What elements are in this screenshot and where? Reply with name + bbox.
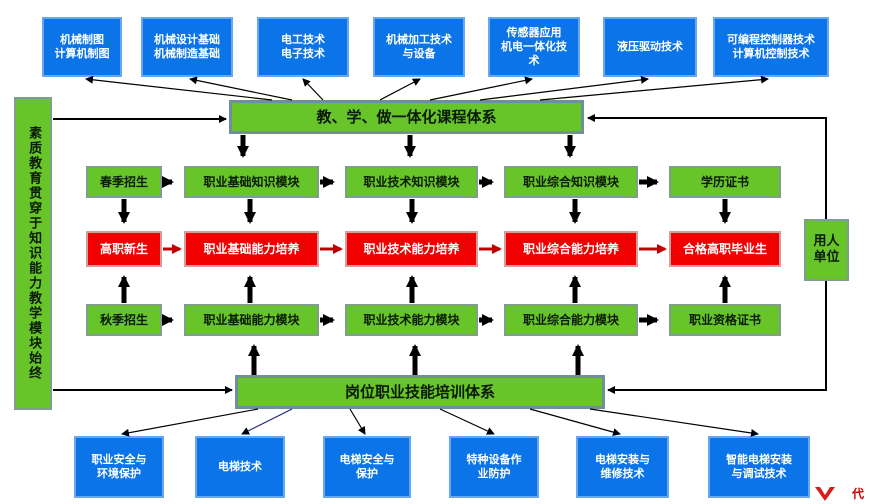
spring-enrollment-box: 春季招生 xyxy=(86,166,162,198)
qualified-graduate-box: 合格高职毕业生 xyxy=(669,231,781,267)
technical-ability-module-box: 职业技术能力模块 xyxy=(345,304,478,336)
top-course-box-3: 电工技术 电子技术 xyxy=(257,17,349,77)
top-course-box-5: 传感器应用 机电一体化技 术 xyxy=(488,17,580,77)
bottom-course-box-1: 职业安全与 环境保护 xyxy=(74,436,164,498)
knowledge-to-ability-arrows xyxy=(118,199,731,224)
technical-knowledge-module-box: 职业技术知识模块 xyxy=(345,166,478,198)
employer-box: 用人 单位 xyxy=(804,219,849,281)
top-course-box-4: 机械加工技术 与设备 xyxy=(373,17,465,77)
bottom-course-box-5: 电梯安装与 维修技术 xyxy=(576,436,669,498)
top-course-box-7: 可编程控制器技术 计算机控制技术 xyxy=(713,17,829,77)
top-course-box-6: 液压驱动技术 xyxy=(603,17,697,77)
bottom-course-box-3: 电梯安全与 保护 xyxy=(323,436,411,498)
basic-knowledge-module-box: 职业基础知识模块 xyxy=(184,166,319,198)
training-system-bar: 岗位职业技能培训体系 xyxy=(235,375,605,409)
training-fanout-arrows xyxy=(121,408,759,437)
top-course-box-2: 机械设计基础 机械制造基础 xyxy=(141,17,233,77)
bottom-course-box-2: 电梯技术 xyxy=(195,436,285,498)
employer-feedback-arrows xyxy=(587,114,827,394)
curriculum-system-bar: 教、学、做一体化课程体系 xyxy=(229,100,584,134)
technical-ability-training-box: 职业技术能力培养 xyxy=(345,231,478,267)
basic-ability-training-box: 职业基础能力培养 xyxy=(184,231,319,267)
watermark-logo-icon xyxy=(815,487,835,501)
vocational-qualification-box: 职业资格证书 xyxy=(669,304,781,336)
training-up-arrows xyxy=(248,344,584,375)
comprehensive-ability-module-box: 职业综合能力模块 xyxy=(504,304,638,336)
top-course-box-1: 机械制图 计算机制图 xyxy=(42,17,122,77)
curriculum-fanout-arrows xyxy=(85,75,769,101)
watermark-text: 代 xyxy=(851,487,864,501)
comprehensive-knowledge-module-box: 职业综合知识模块 xyxy=(504,166,638,198)
bottom-course-box-4: 特种设备作 业防护 xyxy=(449,436,539,498)
autumn-enrollment-box: 秋季招生 xyxy=(86,304,162,336)
banner-arrows xyxy=(53,115,233,394)
basic-ability-module-box: 职业基础能力模块 xyxy=(184,304,319,336)
diploma-certificate-box: 学历证书 xyxy=(669,166,781,198)
bottom-course-box-6: 智能电梯安装 与调试技术 xyxy=(708,436,810,498)
new-student-box: 高职新生 xyxy=(86,231,162,267)
module-to-ability-arrows xyxy=(118,275,731,303)
quality-education-banner: 素质教育贯穿于知识能力教学模块始终 xyxy=(14,97,52,410)
curriculum-down-arrows xyxy=(237,135,576,158)
comprehensive-ability-training-box: 职业综合能力培养 xyxy=(504,231,638,267)
